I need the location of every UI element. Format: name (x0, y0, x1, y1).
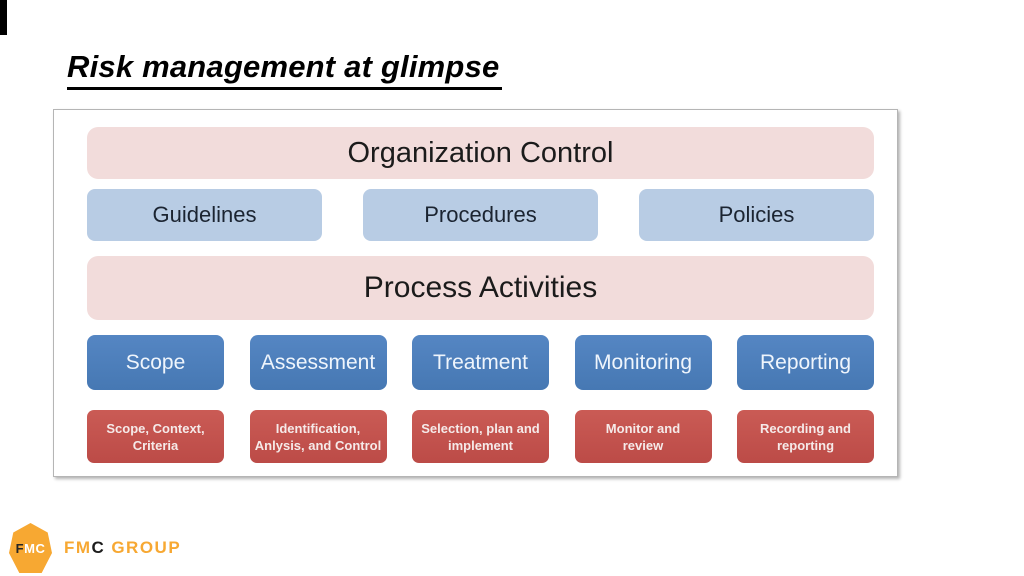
governance-box-policies: Policies (639, 189, 874, 241)
detail-line: Selection, plan and (421, 420, 540, 436)
detail-line: Identification, (275, 420, 361, 436)
heptagon-shape (9, 523, 52, 573)
detail-box-monitoring: Monitor and review (574, 410, 712, 463)
governance-label: Policies (718, 202, 795, 227)
governance-label: Guidelines (152, 202, 257, 227)
stage-label: Monitoring (593, 350, 693, 374)
detail-line: review (622, 437, 664, 453)
detail-line: Recording and (759, 420, 851, 436)
stage-label: Reporting (759, 350, 852, 374)
wordmark-c: C (91, 538, 106, 557)
governance-box-guidelines: Guidelines (87, 189, 322, 241)
wordmark-fm: FM (64, 538, 92, 557)
detail-line: Anlysis, and Control (254, 437, 382, 453)
badge-letter-f: F (15, 540, 25, 556)
organization-control-band: Organization Control (87, 127, 874, 179)
organization-control-label: Organization Control (347, 136, 614, 169)
stage-box-scope: Scope (87, 335, 224, 390)
fmc-group-wordmark: FMC GROUP (64, 538, 181, 558)
badge-letters-mc: MC (24, 540, 46, 556)
stage-box-reporting: Reporting (737, 335, 874, 390)
stage-box-monitoring: Monitoring (574, 335, 712, 390)
governance-row: Guidelines Procedures Policies (87, 189, 874, 241)
stage-box-assessment: Assessment (249, 335, 387, 390)
risk-management-diagram-panel: Organization Control Guidelines Procedur… (53, 109, 898, 477)
detail-line: Monitor and (605, 420, 681, 436)
process-activities-label: Process Activities (363, 271, 598, 304)
stage-box-treatment: Treatment (412, 335, 549, 390)
slide-edge-artifact (0, 0, 7, 35)
stage-label: Scope (125, 350, 186, 374)
slide-title: Risk management at glimpse (67, 49, 503, 90)
detail-box-scope: Scope, Context, Criteria (87, 410, 224, 463)
governance-label: Procedures (424, 202, 537, 227)
detail-box-reporting: Recording and reporting (737, 410, 874, 463)
detail-line: reporting (776, 437, 835, 453)
stage-details-row: Scope, Context, Criteria Identification,… (87, 410, 874, 463)
stage-label: Assessment (260, 350, 376, 374)
process-activities-band: Process Activities (87, 256, 874, 320)
detail-line: Scope, Context, (106, 420, 205, 436)
detail-box-assessment: Identification, Anlysis, and Control (249, 410, 387, 463)
detail-line: Criteria (132, 437, 179, 453)
detail-box-treatment: Selection, plan and implement (412, 410, 549, 463)
stage-label: Treatment (433, 350, 528, 374)
governance-box-procedures: Procedures (363, 189, 598, 241)
detail-line: implement (447, 437, 513, 453)
stages-row: Scope Assessment Treatment Monitoring Re… (87, 335, 874, 390)
wordmark-group: GROUP (111, 538, 182, 557)
